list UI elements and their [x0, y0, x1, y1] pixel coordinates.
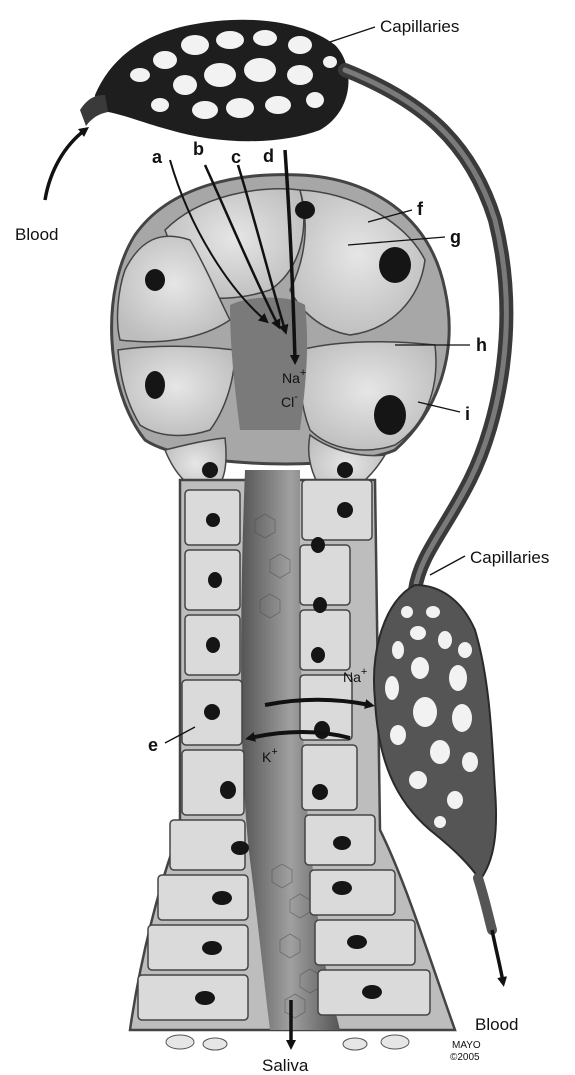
blood-in-arrow — [45, 130, 85, 200]
label-i: i — [465, 404, 470, 424]
blood-in-label: Blood — [15, 225, 58, 244]
credit-line2: ©2005 — [450, 1052, 480, 1063]
label-f: f — [417, 199, 424, 219]
label-c: c — [231, 147, 241, 167]
capillaries-top-label: Capillaries — [380, 17, 459, 36]
label-g: g — [450, 227, 461, 247]
label-h: h — [476, 335, 487, 355]
credit-line1: MAYO — [452, 1040, 481, 1051]
label-d: d — [263, 146, 274, 166]
top-capillary-bed — [80, 20, 349, 142]
blood-out-arrow — [492, 930, 503, 982]
capillaries-right-label: Capillaries — [470, 548, 549, 567]
label-a: a — [152, 147, 163, 167]
acinus — [112, 175, 450, 500]
saliva-label: Saliva — [262, 1056, 309, 1075]
blood-out-label: Blood — [475, 1015, 518, 1034]
label-b: b — [193, 139, 204, 159]
label-e: e — [148, 735, 158, 755]
